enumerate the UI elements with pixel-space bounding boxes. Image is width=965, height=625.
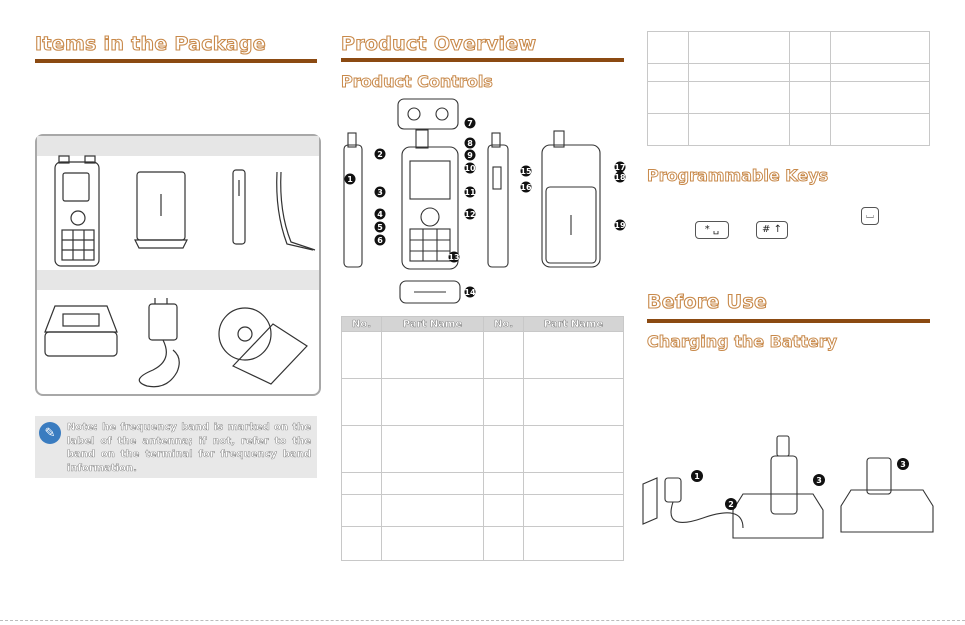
cd-disc-icon <box>218 307 308 385</box>
left-column: Items in the Package <box>0 0 330 625</box>
note-label: Note: <box>67 422 98 433</box>
package-band-middle <box>37 270 319 290</box>
svg-text:15: 15 <box>520 167 532 176</box>
radio-unit-drawing <box>54 155 100 267</box>
star-key: * ␣ <box>695 221 729 239</box>
note-text: Note: he frequency band is marked on the… <box>67 421 311 475</box>
svg-text:4: 4 <box>377 210 383 219</box>
adapter-drawing <box>138 298 180 388</box>
svg-text:19: 19 <box>614 221 626 230</box>
svg-text:18: 18 <box>614 173 626 182</box>
svg-text:13: 13 <box>448 253 459 262</box>
svg-text:14: 14 <box>464 288 476 297</box>
svg-text:1: 1 <box>347 175 353 184</box>
table-row <box>341 494 624 527</box>
table-row <box>341 526 624 561</box>
svg-text:5: 5 <box>377 223 383 232</box>
note-body: he frequency band is marked on the label… <box>67 422 311 474</box>
svg-text:10: 10 <box>464 164 476 173</box>
product-overview-rule <box>341 58 624 62</box>
table-row <box>647 63 930 82</box>
svg-text:2: 2 <box>728 500 734 509</box>
parts-table-header: No. Part Name No. Part Name <box>341 316 624 332</box>
battery-drawing <box>134 171 188 249</box>
table-row <box>341 378 624 426</box>
strap-drawing <box>276 171 316 251</box>
package-band-top <box>37 136 319 156</box>
table-row <box>647 31 930 64</box>
parts-table: No. Part Name No. Part Name <box>341 316 624 561</box>
svg-text:12: 12 <box>464 210 475 219</box>
middle-column: Product Overview Product Controls <box>330 0 635 625</box>
charging-step-markers: 1 2 3 3 <box>691 458 909 510</box>
items-heading-rule <box>35 59 317 63</box>
package-illustrations <box>44 155 316 388</box>
hash-key: # ↑ <box>756 221 788 239</box>
svg-text:8: 8 <box>467 139 473 148</box>
parts-col-name: Part Name <box>381 316 484 332</box>
charging-heading: Charging the Battery <box>646 332 838 352</box>
before-use-heading: Before Use <box>646 290 768 313</box>
charger-drawing <box>44 305 118 357</box>
svg-text:3: 3 <box>900 460 906 469</box>
svg-text:2: 2 <box>377 150 383 159</box>
svg-text:9: 9 <box>467 151 473 160</box>
svg-text:3: 3 <box>816 476 822 485</box>
callout-markers: 1 2 3 4 5 6 7 8 9 10 11 12 13 14 15 16 1… <box>344 117 626 298</box>
svg-text:6: 6 <box>377 236 383 245</box>
right-column: Programmable Keys ⌴ * ␣ # ↑ Before Use C… <box>635 0 965 625</box>
svg-text:7: 7 <box>467 119 473 128</box>
parts-col-name-2: Part Name <box>523 316 624 332</box>
antenna-drawing <box>232 169 246 245</box>
svg-text:17: 17 <box>614 163 625 172</box>
items-heading: Items in the Package <box>34 32 266 55</box>
charging-diagram: 1 2 3 3 <box>642 435 934 539</box>
continued-table <box>647 31 930 146</box>
table-row <box>647 113 930 146</box>
product-overview-heading: Product Overview <box>340 32 537 55</box>
before-use-rule <box>647 319 930 323</box>
space-key-icon: ⌴ <box>861 207 879 225</box>
table-row <box>341 331 624 379</box>
page-footer-line <box>0 620 965 621</box>
parts-col-no: No. <box>341 316 382 332</box>
table-row <box>647 81 930 114</box>
table-row <box>341 472 624 495</box>
parts-col-no-2: No. <box>483 316 524 332</box>
table-row <box>341 425 624 473</box>
package-box <box>35 134 321 396</box>
svg-text:16: 16 <box>520 183 532 192</box>
product-controls-heading: Product Controls <box>341 72 494 92</box>
svg-text:1: 1 <box>694 472 700 481</box>
note-box: ✎ Note: he frequency band is marked on t… <box>35 416 317 478</box>
svg-text:3: 3 <box>377 188 383 197</box>
programmable-keys-heading: Programmable Keys <box>646 166 829 186</box>
pencil-note-icon: ✎ <box>39 422 61 444</box>
product-controls-diagram: 1 2 3 4 5 6 7 8 9 10 11 12 13 14 15 16 1… <box>343 98 626 304</box>
svg-text:11: 11 <box>464 188 476 197</box>
